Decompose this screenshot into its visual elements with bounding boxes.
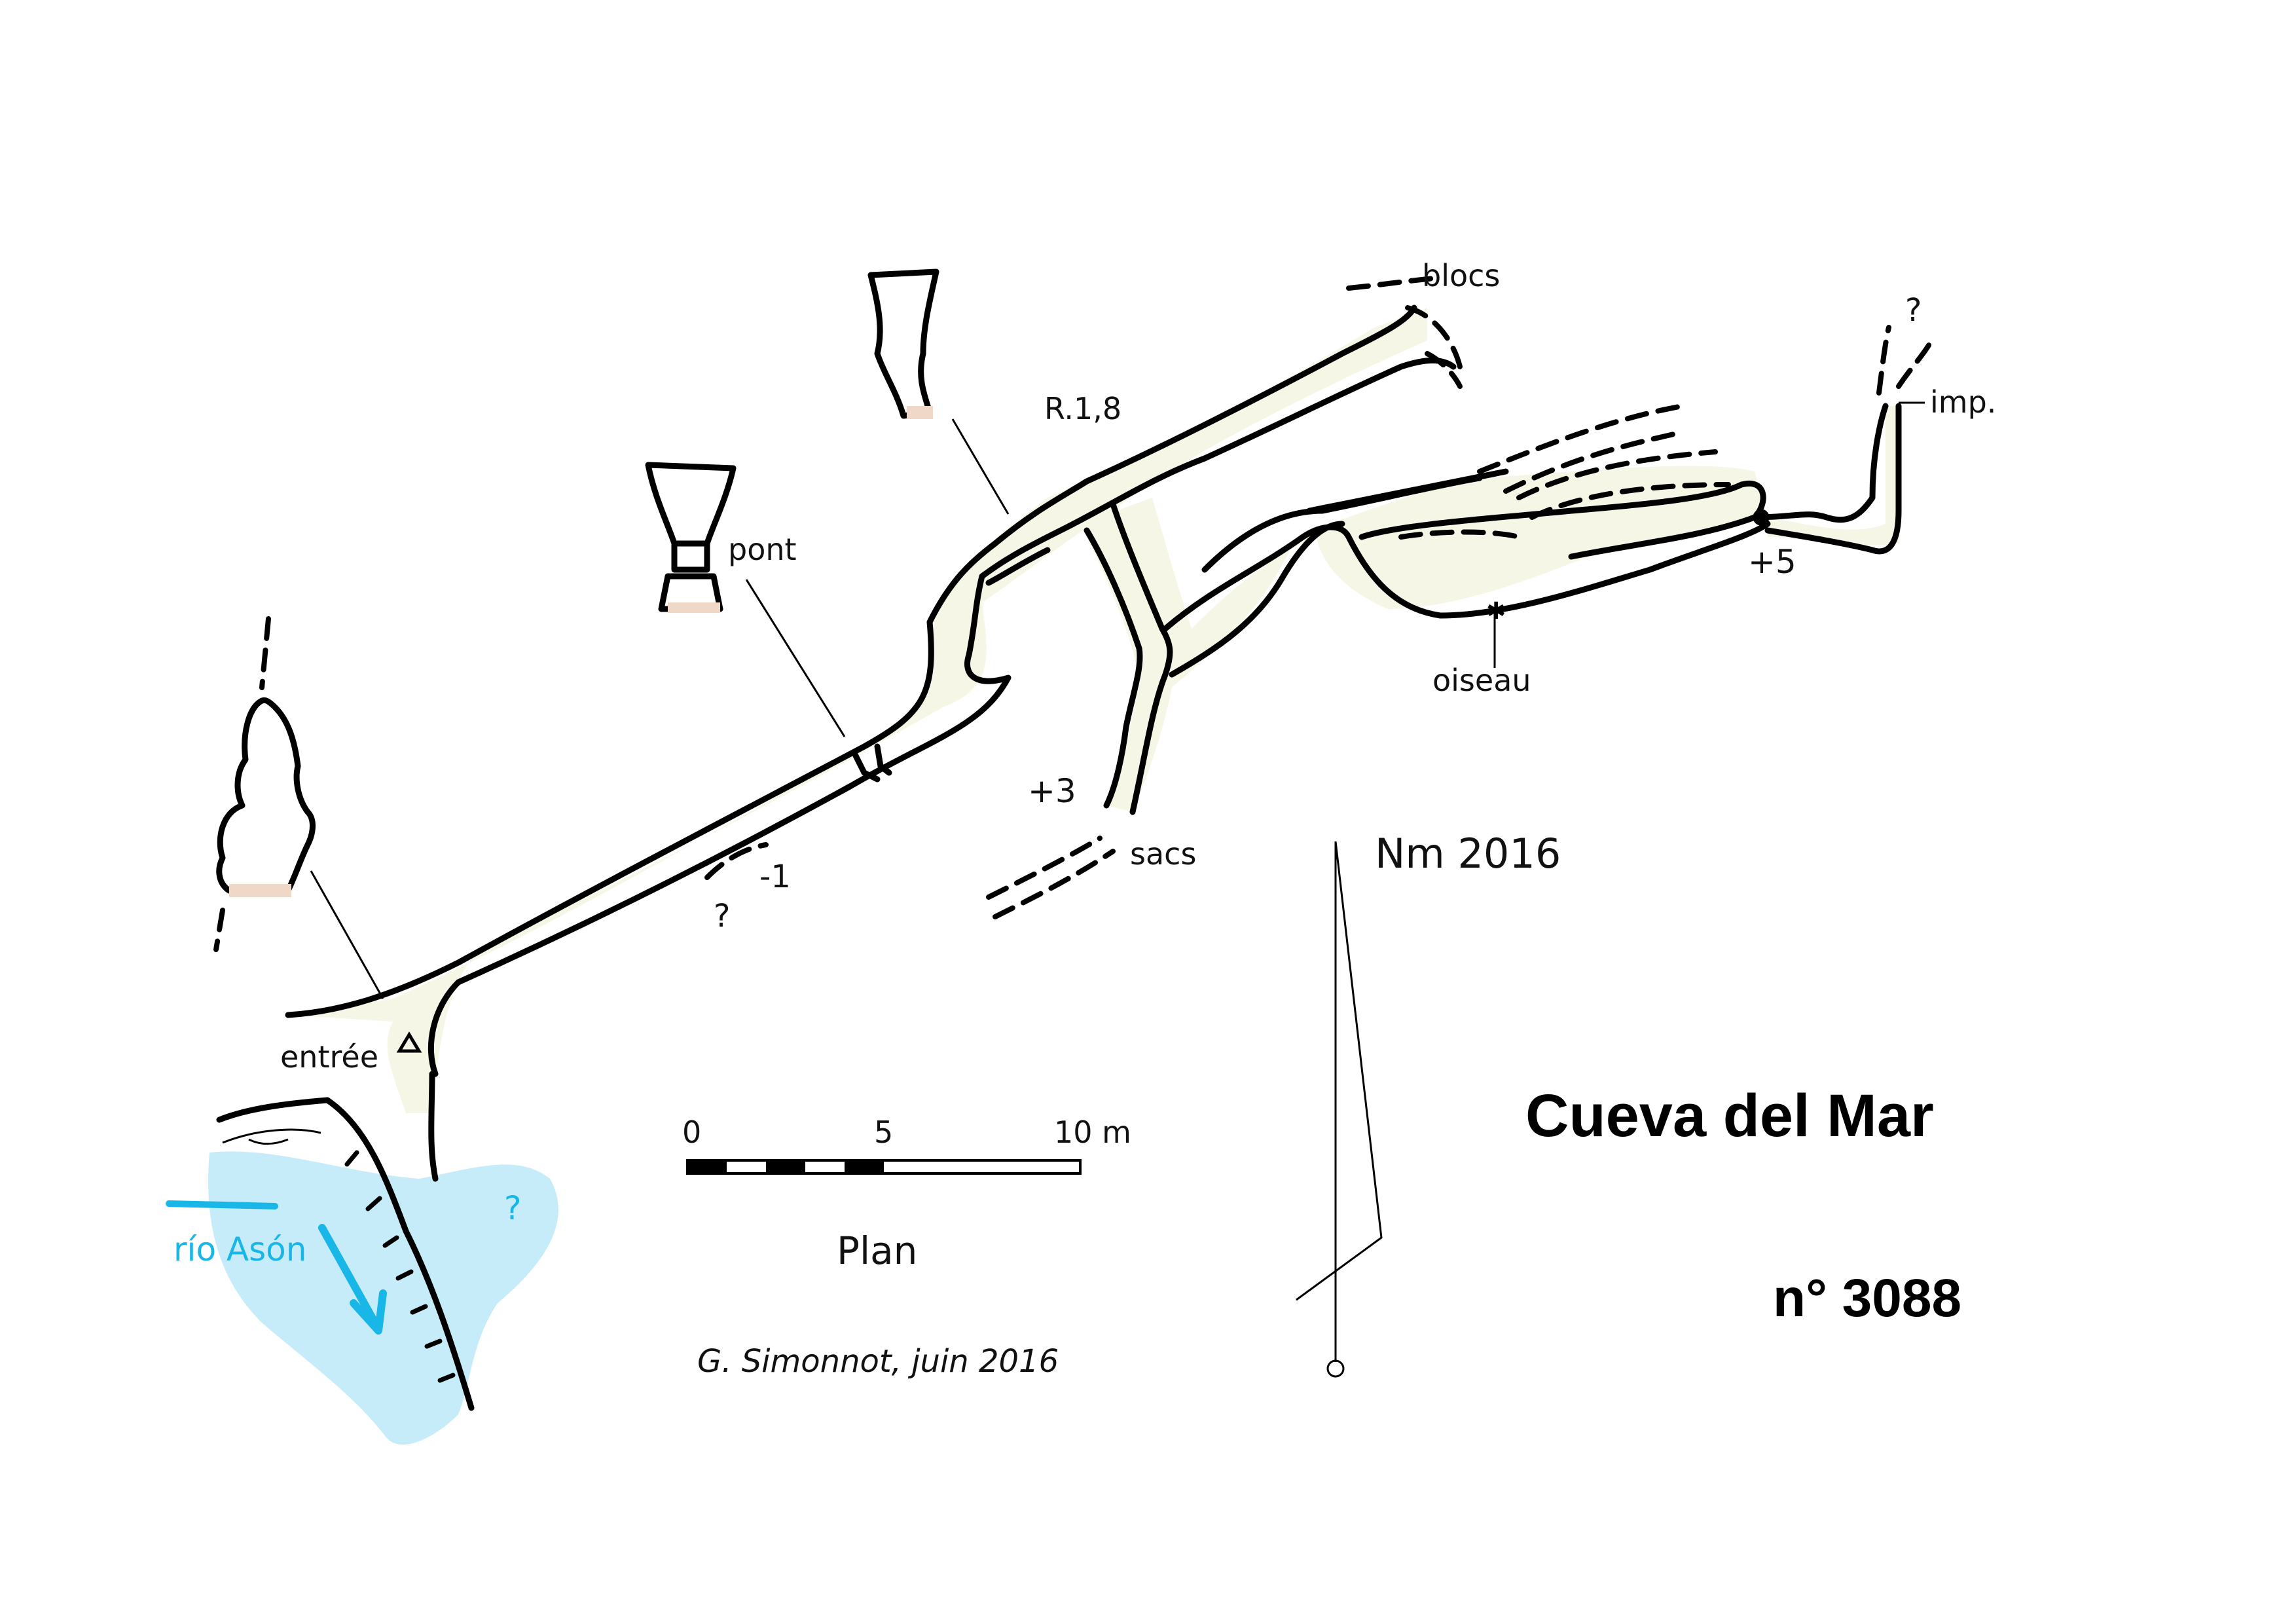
- scale-tick-5: 5: [874, 1115, 893, 1150]
- side-passage-upper: [1162, 521, 1771, 632]
- dashed-chamber-e: [1398, 529, 1522, 540]
- side-passage-floor: [1080, 466, 1768, 812]
- side-passage-wall-east: [1110, 501, 1173, 815]
- dashed-chamber-c: [1516, 449, 1718, 500]
- dashed-chamber-d: [1529, 482, 1731, 520]
- cave-number: n° 3088: [1773, 1268, 1961, 1328]
- cliff-line: [324, 1097, 475, 1411]
- label-question-top: ?: [1905, 292, 1922, 329]
- label-bags: sacs: [1130, 836, 1196, 872]
- label-plus3: +3: [1028, 772, 1076, 810]
- river-flow-line: [166, 1200, 278, 1209]
- bridge-marks: [851, 743, 892, 783]
- label-question-water: ?: [504, 1189, 522, 1227]
- label-entrance: entrée: [280, 1039, 378, 1075]
- label-impasse: imp.: [1930, 384, 1996, 420]
- main-passage-wall-south: [428, 358, 1457, 1182]
- dashed-section-bottom: [213, 908, 225, 952]
- bird-marker: ✱: [1486, 598, 1506, 625]
- main-passage-floor: [288, 308, 1427, 1113]
- cliff-hachures: [344, 1150, 456, 1383]
- chamber-wall-upper: [1306, 468, 1509, 514]
- label-step: R.1,8: [1044, 391, 1121, 426]
- east-branch-wall-b: [1764, 403, 1902, 555]
- dashed-minus1: [704, 842, 769, 880]
- scale-tick-10m: 10 m: [1054, 1115, 1131, 1150]
- dashed-north-extension: [1346, 276, 1436, 291]
- north-label: Nm 2016: [1375, 830, 1561, 877]
- cliff-top-detail: [222, 1128, 321, 1145]
- label-question-mid: ?: [714, 898, 730, 934]
- dashed-chamber-b: [1503, 430, 1685, 494]
- label-bridge: pont: [728, 532, 797, 567]
- dashed-east-top-a: [1876, 325, 1891, 396]
- view-label: Plan: [837, 1228, 917, 1273]
- author-credit: G. Simonnot, juin 2016: [697, 1343, 1059, 1380]
- side-passage-lower: [1169, 521, 1345, 678]
- cross-section-entrance: [216, 697, 316, 897]
- dashed-section-top: [259, 616, 271, 690]
- scale-tick-0: 0: [682, 1115, 701, 1150]
- dashed-south-a: [986, 836, 1102, 900]
- label-minus1: -1: [759, 858, 791, 895]
- label-blocks: blocs: [1422, 258, 1500, 293]
- cross-section-bridge: [645, 462, 737, 613]
- scale-bar: [686, 1159, 1082, 1175]
- dashed-blocks-a: [1405, 305, 1463, 369]
- leader-upper-section: [951, 418, 1010, 515]
- entrance-marker: [396, 1031, 422, 1053]
- dashed-chamber-a: [1477, 403, 1685, 474]
- dashed-south-b: [993, 849, 1116, 919]
- cliff-top-edge: [216, 1097, 331, 1123]
- east-branch-wall-a: [1751, 403, 1889, 523]
- cross-section-upper: [867, 268, 939, 419]
- label-river: río Asón: [173, 1230, 306, 1268]
- map-title: Cueva del Mar: [1525, 1082, 1934, 1149]
- dashed-blocks-b: [1425, 351, 1463, 389]
- label-bird: oiseau: [1432, 663, 1531, 698]
- north-arrow: [1296, 841, 1383, 1378]
- main-passage-wall-north: [285, 304, 1417, 1018]
- chamber-inner-wall: [1358, 480, 1766, 560]
- side-passage-wall-west: [1084, 527, 1143, 809]
- label-plus5: +5: [1748, 543, 1796, 581]
- passage-bend-wall: [985, 547, 1051, 586]
- east-branch-small-loop: [1753, 509, 1770, 526]
- leader-bridge-section: [745, 579, 846, 737]
- river-flow-arrow-shaft: [318, 1224, 377, 1323]
- dashed-east-top-b: [1896, 338, 1934, 389]
- leader-entrance-section: [310, 870, 384, 999]
- river-flow-arrow-head: [350, 1289, 387, 1335]
